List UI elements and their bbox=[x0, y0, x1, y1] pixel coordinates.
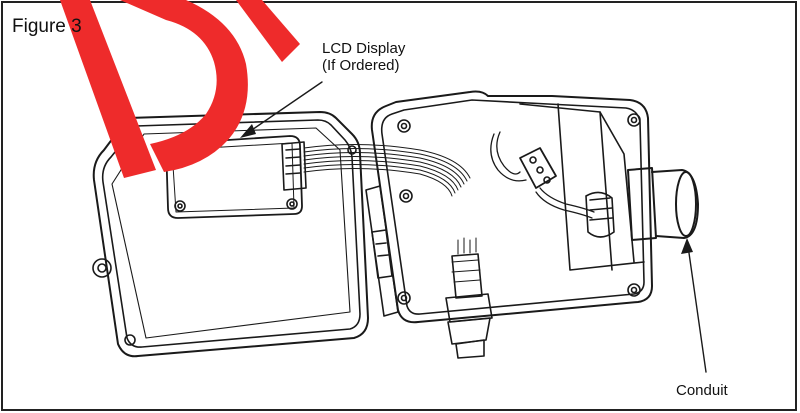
lcd-callout-line2: (If Ordered) bbox=[322, 57, 400, 75]
conduit-pipe bbox=[627, 167, 699, 241]
lcd-display-callout: LCD Display (If Ordered) bbox=[322, 40, 405, 75]
cable-gland bbox=[585, 191, 615, 238]
lcd-callout-line1: LCD Display bbox=[322, 40, 406, 57]
conduit-callout-arrow bbox=[681, 238, 707, 373]
lcd-callout-arrow bbox=[240, 81, 323, 138]
draft-watermark bbox=[60, 0, 300, 178]
sensor-fitting bbox=[445, 237, 493, 359]
enclosure-base bbox=[370, 90, 653, 324]
figure-title: Figure 3 bbox=[12, 16, 82, 37]
ribbon-cable bbox=[303, 143, 471, 197]
conduit-callout: Conduit bbox=[676, 382, 728, 399]
enclosure-lid bbox=[92, 111, 369, 358]
terminal-block bbox=[490, 131, 595, 219]
